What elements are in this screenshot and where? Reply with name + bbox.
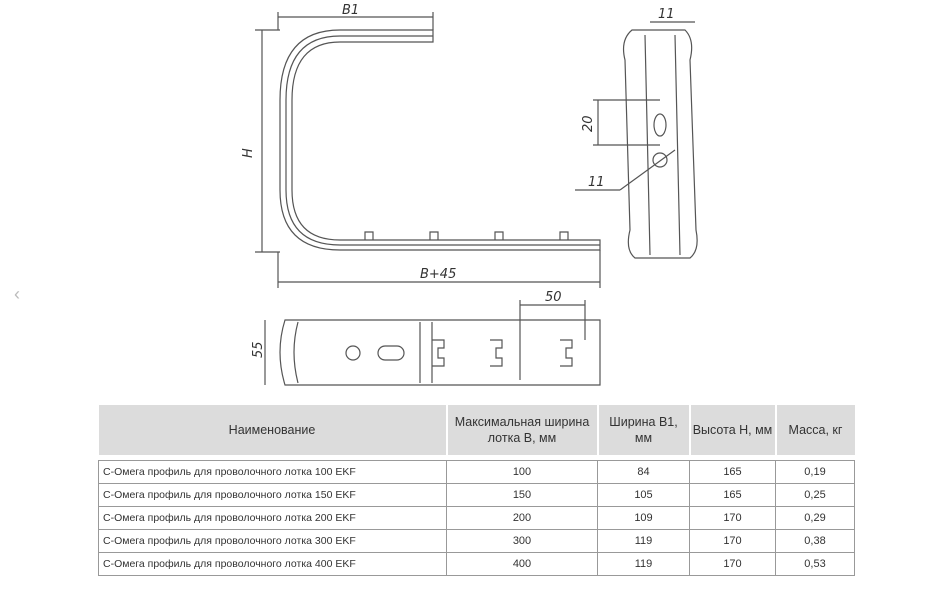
table-cell: 170 bbox=[689, 506, 776, 530]
table-cell: 109 bbox=[597, 506, 690, 530]
table-cell: С-Омега профиль для проволочного лотка 1… bbox=[98, 483, 447, 507]
table-cell: С-Омега профиль для проволочного лотка 1… bbox=[98, 460, 447, 484]
table-cell: 119 bbox=[597, 552, 690, 576]
table-row: С-Омега профиль для проволочного лотка 3… bbox=[98, 529, 855, 553]
top-view: 50 55 bbox=[251, 290, 601, 386]
table-cell: 119 bbox=[597, 529, 690, 553]
table-cell: 0,29 bbox=[775, 506, 855, 530]
table-cell: 0,38 bbox=[775, 529, 855, 553]
table-cell: С-Омега профиль для проволочного лотка 2… bbox=[98, 506, 447, 530]
label-slot-20: 20 bbox=[581, 115, 596, 132]
label-width-11: 11 bbox=[658, 7, 675, 22]
header-height-h: Высота H, мм bbox=[689, 405, 777, 455]
table-cell: 105 bbox=[597, 483, 690, 507]
table-row: С-Омега профиль для проволочного лотка 1… bbox=[98, 483, 855, 507]
table-cell: 0,53 bbox=[775, 552, 855, 576]
table-cell: 170 bbox=[689, 529, 776, 553]
table-row: С-Омега профиль для проволочного лотка 1… bbox=[98, 460, 855, 484]
table-header-row: Наименование Максимальная ширина лотка B… bbox=[98, 405, 855, 455]
table-cell: 200 bbox=[446, 506, 598, 530]
front-view: 11 20 11 bbox=[575, 7, 698, 259]
label-50: 50 bbox=[545, 290, 562, 305]
header-mass: Масса, кг bbox=[775, 405, 855, 455]
technical-drawing: B1 H B+45 11 20 11 50 55 bbox=[241, 3, 698, 386]
table-cell: 0,19 bbox=[775, 460, 855, 484]
table-cell: 84 bbox=[597, 460, 690, 484]
label-h: H bbox=[241, 148, 256, 158]
table-row: С-Омега профиль для проволочного лотка 2… bbox=[98, 506, 855, 530]
header-width-b1: Ширина B1, мм bbox=[597, 405, 691, 455]
label-55: 55 bbox=[251, 341, 266, 358]
label-hole-11: 11 bbox=[588, 175, 605, 190]
specs-table: Наименование Максимальная ширина лотка B… bbox=[98, 405, 855, 576]
label-b45: B+45 bbox=[420, 267, 456, 282]
table-cell: 0,25 bbox=[775, 483, 855, 507]
table-cell: 165 bbox=[689, 483, 776, 507]
table-cell: 400 bbox=[446, 552, 598, 576]
table-cell: 165 bbox=[689, 460, 776, 484]
table-cell: 170 bbox=[689, 552, 776, 576]
table-cell: С-Омега профиль для проволочного лотка 4… bbox=[98, 552, 447, 576]
table-cell: 300 bbox=[446, 529, 598, 553]
table-cell: 100 bbox=[446, 460, 598, 484]
table-row: С-Омега профиль для проволочного лотка 4… bbox=[98, 552, 855, 576]
table-cell: С-Омега профиль для проволочного лотка 3… bbox=[98, 529, 447, 553]
label-b1: B1 bbox=[342, 3, 359, 18]
header-name: Наименование bbox=[98, 405, 448, 455]
previous-arrow-icon[interactable]: ‹ bbox=[14, 284, 20, 304]
table-cell: 150 bbox=[446, 483, 598, 507]
side-view: B1 H B+45 bbox=[241, 3, 601, 288]
header-max-width: Максимальная ширина лотка B, мм bbox=[446, 405, 599, 455]
